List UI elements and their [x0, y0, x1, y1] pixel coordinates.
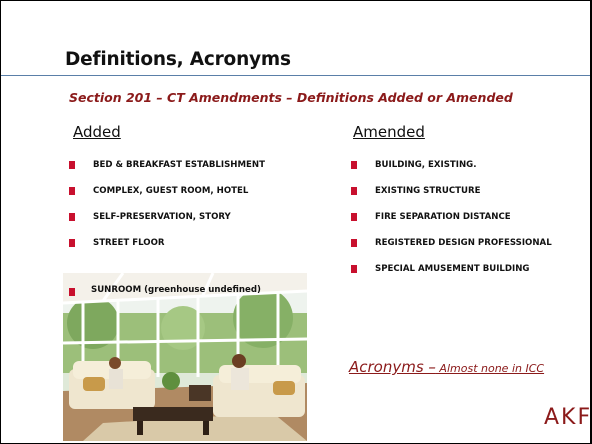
bullet-icon [351, 239, 357, 247]
list-item-label: BUILDING, EXISTING. [375, 160, 477, 170]
list-item-label: EXISTING STRUCTURE [375, 186, 481, 196]
bullet-icon [351, 187, 357, 195]
list-item: COMPLEX, GUEST ROOM, HOTEL [69, 184, 265, 210]
bullet-icon [69, 288, 75, 296]
list-item: SELF-PRESERVATION, STORY [69, 210, 265, 236]
bullet-icon [69, 239, 75, 247]
akf-logo: AKF [544, 405, 590, 430]
list-item: SPECIAL AMUSEMENT BUILDING [351, 262, 552, 288]
list-item: BED & BREAKFAST ESTABLISHMENT [69, 158, 265, 184]
amended-list: BUILDING, EXISTING. EXISTING STRUCTURE F… [351, 158, 552, 288]
title-divider [1, 75, 590, 76]
bullet-icon [69, 187, 75, 195]
bullet-icon [351, 213, 357, 221]
bullet-icon [69, 161, 75, 169]
list-item-label: COMPLEX, GUEST ROOM, HOTEL [93, 186, 249, 196]
bullet-icon [351, 161, 357, 169]
slide-title: Definitions, Acronyms [65, 49, 291, 70]
list-item-label: BED & BREAKFAST ESTABLISHMENT [93, 160, 265, 170]
list-item: STREET FLOOR [69, 236, 265, 262]
acronyms-label: Acronyms – [349, 358, 436, 376]
added-heading: Added [73, 123, 121, 141]
list-item: BUILDING, EXISTING. [351, 158, 552, 184]
list-item-label: SELF-PRESERVATION, STORY [93, 212, 231, 222]
list-item-label: SPECIAL AMUSEMENT BUILDING [375, 264, 530, 274]
sunroom-photo [63, 273, 307, 441]
acronyms-detail: Almost none in ICC [435, 362, 545, 375]
slide-subtitle: Section 201 – CT Amendments – Definition… [69, 90, 513, 105]
list-item: REGISTERED DESIGN PROFESSIONAL [351, 236, 552, 262]
added-list: BED & BREAKFAST ESTABLISHMENT COMPLEX, G… [69, 158, 265, 262]
list-item-label: FIRE SEPARATION DISTANCE [375, 212, 511, 222]
bullet-icon [351, 265, 357, 273]
acronyms-note: Acronyms – Almost none in ICC [349, 357, 544, 376]
list-item-label: SUNROOM (greenhouse undefined) [91, 285, 261, 295]
list-item: FIRE SEPARATION DISTANCE [351, 210, 552, 236]
amended-heading: Amended [353, 123, 425, 141]
list-item-label: REGISTERED DESIGN PROFESSIONAL [375, 238, 552, 248]
list-item: EXISTING STRUCTURE [351, 184, 552, 210]
bullet-icon [69, 213, 75, 221]
list-item-label: STREET FLOOR [93, 238, 165, 248]
